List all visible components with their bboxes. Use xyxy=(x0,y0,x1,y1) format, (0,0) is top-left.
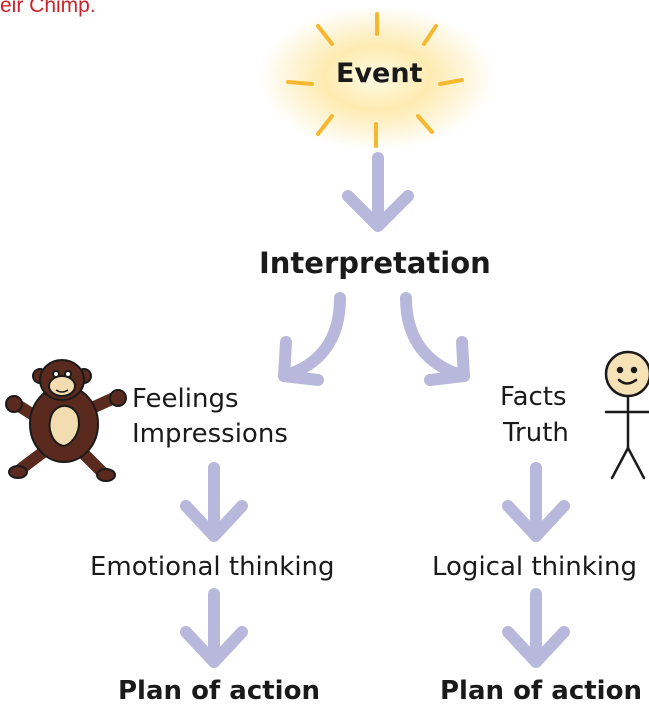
node-plan-of-action-left: Plan of action xyxy=(118,676,320,706)
arrow-facts-to-logical xyxy=(502,462,570,542)
node-feelings: Feelings xyxy=(132,384,239,414)
arrow-event-to-interpretation xyxy=(342,152,414,232)
node-facts: Facts xyxy=(500,382,567,412)
node-interpretation: Interpretation xyxy=(259,246,491,280)
node-event: Event xyxy=(336,58,423,89)
stick-figure-icon xyxy=(604,350,649,480)
arrow-emotional-to-plan xyxy=(180,588,248,668)
node-logical-thinking: Logical thinking xyxy=(432,552,638,582)
node-emotional-thinking: Emotional thinking xyxy=(90,552,335,582)
node-plan-of-action-right: Plan of action xyxy=(440,676,642,706)
sun-burst-icon xyxy=(259,6,495,150)
caption-text: eir Chimp. xyxy=(0,0,96,17)
chimp-icon xyxy=(5,359,127,482)
node-impressions: Impressions xyxy=(132,419,288,449)
node-truth: Truth xyxy=(503,418,569,448)
arrow-interpretation-to-facts xyxy=(400,292,470,386)
arrow-feelings-to-emotional xyxy=(180,462,248,542)
arrow-interpretation-to-feelings xyxy=(278,292,346,386)
arrow-logical-to-plan xyxy=(502,588,570,668)
